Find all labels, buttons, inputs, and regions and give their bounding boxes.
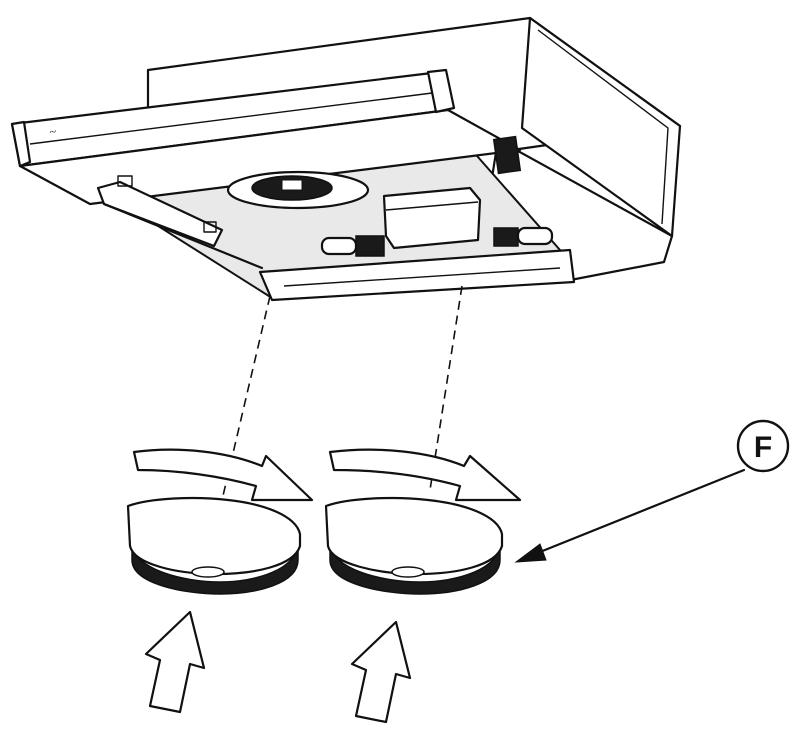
push-up-arrow-icon	[144, 610, 206, 714]
visor-end	[10, 120, 32, 168]
callout-leader-line	[528, 468, 746, 558]
callout-label: F	[754, 431, 772, 464]
carbon-filter-icon	[324, 496, 504, 595]
guide-line-left	[221, 295, 271, 501]
callout-circle	[736, 419, 790, 473]
hood-side-rail	[96, 180, 224, 248]
callout-arrowhead	[514, 543, 547, 563]
lamp-right	[493, 226, 554, 247]
control-box	[382, 186, 482, 250]
hood-connector	[492, 135, 522, 175]
callout-f: F	[514, 419, 790, 563]
lamp-left	[320, 235, 385, 257]
hood-front-rim	[258, 248, 576, 302]
brand-logo-mark: ~	[49, 124, 58, 139]
extractor-hood-icon: ~	[10, 16, 682, 302]
visor-underside	[18, 108, 522, 206]
rotate-arrow-icon	[328, 448, 522, 502]
rotate-arrow-icon	[132, 448, 314, 502]
carbon-filter-icon	[126, 496, 302, 595]
push-up-arrow-icon	[350, 620, 412, 724]
